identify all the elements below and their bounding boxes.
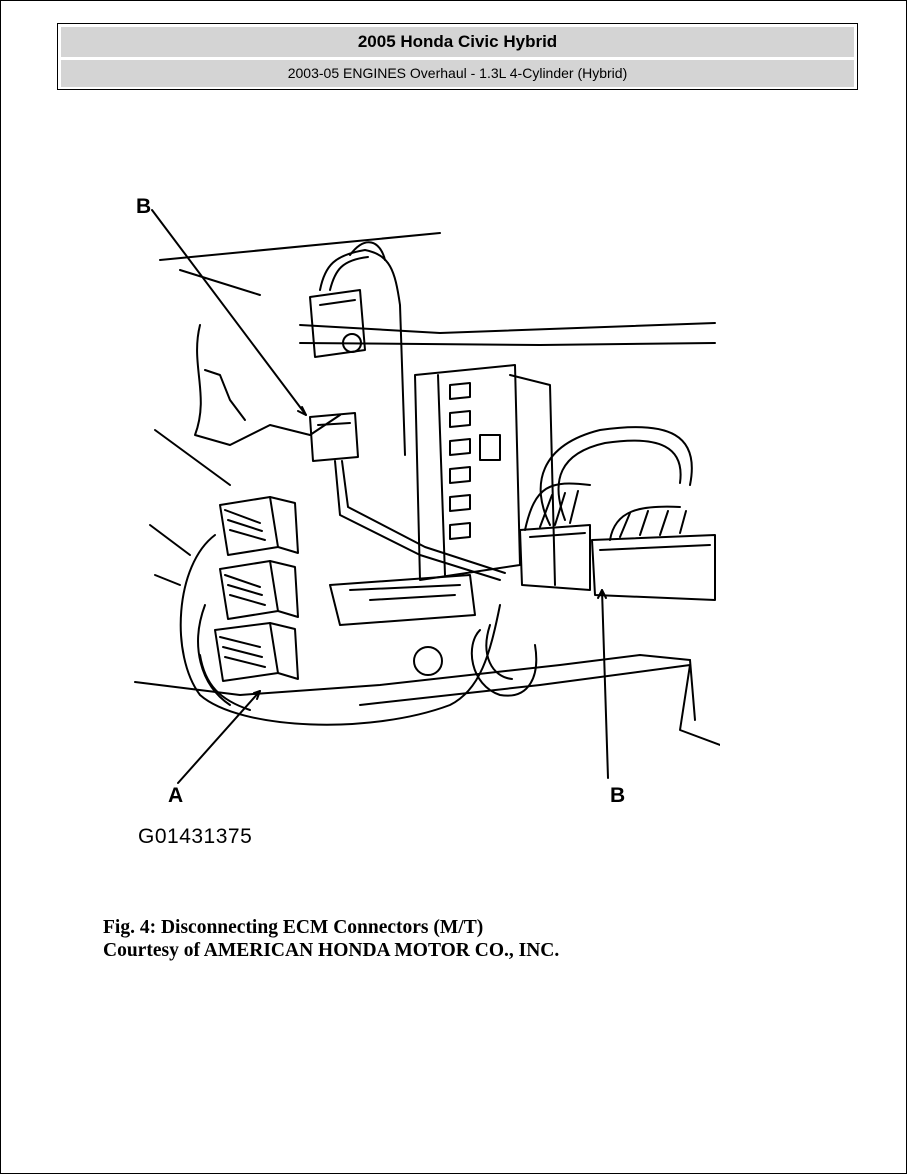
document-title: 2005 Honda Civic Hybrid: [61, 27, 854, 57]
figure-code: G01431375: [138, 825, 253, 848]
document-header: 2005 Honda Civic Hybrid 2003-05 ENGINES …: [57, 23, 858, 90]
caption-courtesy: Courtesy of AMERICAN HONDA MOTOR CO., IN…: [103, 940, 560, 961]
callout-b-top: B: [136, 195, 152, 218]
line-drawing: [134, 209, 720, 784]
callout-b-bottom: B: [610, 784, 626, 807]
caption-title: Fig. 4: Disconnecting ECM Connectors (M/…: [103, 917, 484, 938]
ecm-connector-illustration: B A B G01431375: [120, 185, 720, 855]
document-subtitle: 2003-05 ENGINES Overhaul - 1.3L 4-Cylind…: [61, 60, 854, 87]
callout-a: A: [168, 784, 184, 807]
figure-caption: Fig. 4: Disconnecting ECM Connectors (M/…: [103, 916, 559, 962]
